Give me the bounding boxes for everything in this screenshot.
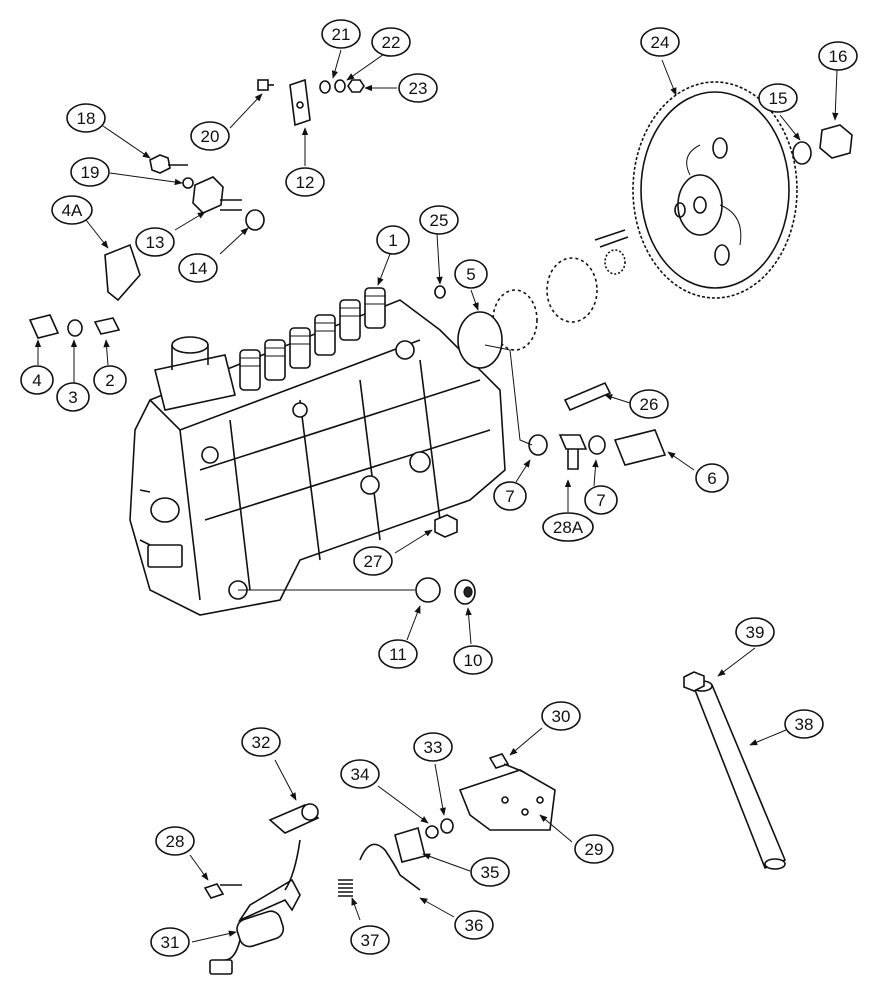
callout-39: 39 [735, 617, 775, 647]
callout-23: 23 [398, 73, 438, 103]
callout-28a-label: 28A [553, 518, 584, 537]
callout-31: 31 [150, 927, 190, 957]
callout-25-label: 25 [430, 211, 449, 230]
callout-26-label: 26 [640, 395, 659, 414]
callout-22: 22 [371, 27, 411, 57]
callout-32: 32 [241, 727, 281, 757]
lower-parts-drawing [203, 671, 787, 975]
callout-38: 38 [784, 709, 824, 739]
callout-16-label: 16 [829, 47, 848, 66]
callout-24: 24 [640, 27, 680, 57]
callout-2-label: 2 [105, 371, 114, 390]
callout-19: 19 [70, 157, 110, 187]
callout-25: 25 [419, 205, 459, 235]
delivery-valve-holders [239, 287, 386, 391]
callout-3-label: 3 [68, 388, 77, 407]
callout-39-label: 39 [746, 623, 765, 642]
callout-11-label: 11 [389, 645, 407, 664]
callout-28: 28 [155, 826, 195, 856]
leader-lines [34, 49, 839, 943]
callout-12-label: 12 [296, 173, 315, 192]
callout-10: 10 [453, 645, 493, 675]
callout-15: 15 [758, 83, 798, 113]
callout-20-label: 20 [201, 127, 220, 146]
callout-21: 21 [321, 19, 361, 49]
drive-gear-drawing [632, 81, 798, 299]
callout-6: 6 [695, 463, 729, 493]
callout-7b-label: 7 [596, 491, 605, 510]
callout-35-label: 35 [481, 863, 500, 882]
callout-31-label: 31 [161, 933, 180, 952]
callout-4: 4 [20, 365, 54, 395]
callout-4a-label: 4A [62, 201, 83, 220]
callout-34: 34 [340, 759, 380, 789]
callout-10-label: 10 [464, 651, 483, 670]
callout-30-label: 30 [552, 707, 571, 726]
callout-22-label: 22 [382, 33, 401, 52]
callout-7a-label: 7 [505, 487, 514, 506]
callout-1-label: 1 [388, 231, 397, 250]
callout-19-label: 19 [81, 163, 100, 182]
callout-24-label: 24 [651, 33, 670, 52]
callout-18: 18 [66, 103, 106, 133]
callout-37-label: 37 [361, 931, 380, 950]
callout-32-label: 32 [252, 733, 271, 752]
callout-21-label: 21 [332, 25, 351, 44]
callout-28-label: 28 [166, 832, 185, 851]
callout-36: 36 [454, 910, 494, 940]
callout-28a: 28A [542, 512, 594, 542]
callout-23-label: 23 [409, 79, 428, 98]
callout-7b: 7 [584, 485, 618, 515]
callout-15-label: 15 [769, 89, 788, 108]
callout-14-label: 14 [189, 259, 208, 278]
callout-27-label: 27 [364, 552, 383, 571]
top-hardware-drawing [28, 78, 853, 605]
callout-29: 29 [574, 834, 614, 864]
callout-29-label: 29 [585, 840, 604, 859]
callout-12: 12 [285, 167, 325, 197]
callout-11: 11 [378, 639, 418, 669]
callout-37: 37 [350, 925, 390, 955]
callout-7a: 7 [493, 481, 527, 511]
callout-6-label: 6 [707, 469, 716, 488]
callout-5-label: 5 [466, 265, 475, 284]
injection-pump-drawing [129, 287, 506, 616]
callout-35: 35 [470, 857, 510, 887]
callout-27: 27 [353, 546, 393, 576]
gear-hub-drawing [434, 229, 629, 369]
callout-14: 14 [178, 253, 218, 283]
callout-18-label: 18 [77, 109, 96, 128]
callout-30: 30 [541, 701, 581, 731]
callout-13: 13 [135, 227, 175, 257]
callout-26: 26 [629, 389, 669, 419]
callout-16: 16 [818, 41, 858, 71]
callout-4-label: 4 [32, 371, 41, 390]
callout-3: 3 [56, 382, 90, 412]
callout-34-label: 34 [351, 765, 370, 784]
callout-1: 1 [376, 225, 410, 255]
callout-33: 33 [413, 732, 453, 762]
callout-2: 2 [93, 365, 127, 395]
callout-13-label: 13 [146, 233, 165, 252]
callouts: 1 2 3 4 4A 5 6 7 7 10 11 12 13 14 15 16 … [20, 19, 858, 957]
callout-36-label: 36 [465, 916, 484, 935]
callout-4a: 4A [51, 195, 93, 225]
callout-5: 5 [454, 259, 488, 289]
callout-38-label: 38 [795, 715, 814, 734]
callout-33-label: 33 [424, 738, 443, 757]
callout-20: 20 [190, 121, 230, 151]
